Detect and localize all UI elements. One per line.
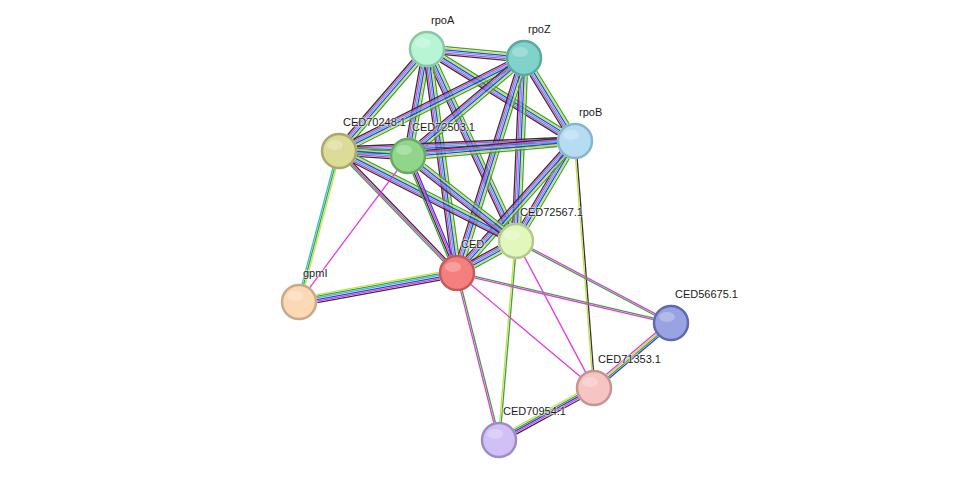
- node-circle: [576, 370, 612, 406]
- node-label: CED71353.1: [598, 353, 661, 365]
- evidence-line: [471, 285, 580, 377]
- interaction-edge: [426, 139, 558, 159]
- interaction-edge: [316, 272, 440, 302]
- evidence-line: [445, 55, 506, 61]
- evidence-line: [533, 74, 565, 126]
- node-label: gpmI: [303, 267, 327, 279]
- node-circle: [281, 284, 317, 320]
- evidence-line: [316, 274, 439, 297]
- interaction-edge: [353, 63, 509, 147]
- evidence-line: [316, 272, 439, 295]
- protein-node: gpmI: [281, 284, 317, 320]
- evidence-line: [354, 64, 507, 141]
- evidence-line: [317, 277, 440, 300]
- interaction-edge: [474, 276, 653, 319]
- interaction-edge: [576, 159, 594, 370]
- node-label: CED56675.1: [675, 288, 738, 300]
- node-label: CED72503.1: [412, 121, 475, 133]
- evidence-line: [461, 291, 494, 423]
- evidence-line: [576, 159, 592, 370]
- evidence-line: [474, 278, 653, 320]
- evidence-line: [530, 75, 562, 127]
- interaction-edge: [445, 47, 507, 61]
- evidence-line: [535, 72, 567, 124]
- node-label: rpoB: [579, 106, 602, 118]
- protein-node: CED71353.1: [576, 370, 612, 406]
- evidence-line: [426, 140, 557, 152]
- node-circle: [409, 31, 445, 67]
- node-circle: [321, 133, 357, 169]
- protein-node: CED56675.1: [653, 305, 689, 341]
- interaction-edge: [471, 285, 580, 377]
- node-circle: [653, 305, 689, 341]
- evidence-line: [417, 172, 452, 256]
- evidence-line: [422, 168, 502, 231]
- evidence-line: [413, 174, 448, 258]
- protein-node: rpoZ: [506, 40, 542, 76]
- node-circle: [557, 123, 593, 159]
- evidence-line: [302, 168, 333, 284]
- evidence-line: [475, 276, 654, 318]
- evidence-line: [462, 290, 495, 422]
- evidence-line: [355, 67, 508, 144]
- evidence-line: [424, 73, 513, 148]
- evidence-line: [355, 65, 508, 142]
- evidence-line: [420, 170, 500, 233]
- evidence-line: [534, 73, 566, 125]
- node-label: CED70954.1: [503, 405, 566, 417]
- protein-node: CED: [439, 255, 475, 291]
- evidence-line: [537, 71, 569, 123]
- node-label: rpoZ: [528, 23, 551, 35]
- evidence-line: [423, 167, 503, 230]
- node-label: CED72567.1: [520, 206, 583, 218]
- evidence-line: [577, 159, 593, 370]
- evidence-line: [317, 279, 440, 302]
- protein-node: CED70248.1: [321, 133, 357, 169]
- evidence-line: [414, 173, 449, 257]
- node-label: rpoA: [431, 14, 454, 26]
- interaction-edge: [530, 71, 569, 128]
- interaction-edge: [413, 172, 453, 258]
- protein-node: CED72567.1: [498, 223, 534, 259]
- interaction-edge: [420, 164, 505, 233]
- evidence-line: [426, 143, 557, 155]
- evidence-line: [304, 168, 335, 284]
- evidence-line: [416, 172, 451, 256]
- interaction-edge: [357, 148, 391, 158]
- evidence-line: [317, 275, 440, 298]
- node-circle: [481, 422, 517, 458]
- node-circle: [506, 40, 542, 76]
- node-circle: [498, 223, 534, 259]
- protein-node: rpoB: [557, 123, 593, 159]
- node-circle: [390, 138, 426, 174]
- evidence-line: [355, 158, 500, 232]
- interaction-edge: [357, 138, 557, 154]
- node-label: CED70248.1: [343, 116, 406, 128]
- protein-node: rpoA: [409, 31, 445, 67]
- evidence-line: [356, 68, 509, 145]
- interaction-edge: [461, 290, 496, 422]
- evidence-line: [531, 75, 563, 127]
- protein-node: CED72503.1: [390, 138, 426, 174]
- interaction-edge: [302, 168, 336, 285]
- protein-node: CED70954.1: [481, 422, 517, 458]
- evidence-line: [426, 139, 557, 151]
- evidence-line: [426, 142, 557, 154]
- node-label: CED: [461, 238, 484, 250]
- evidence-line: [426, 145, 557, 157]
- node-circle: [439, 255, 475, 291]
- evidence-line: [472, 249, 499, 264]
